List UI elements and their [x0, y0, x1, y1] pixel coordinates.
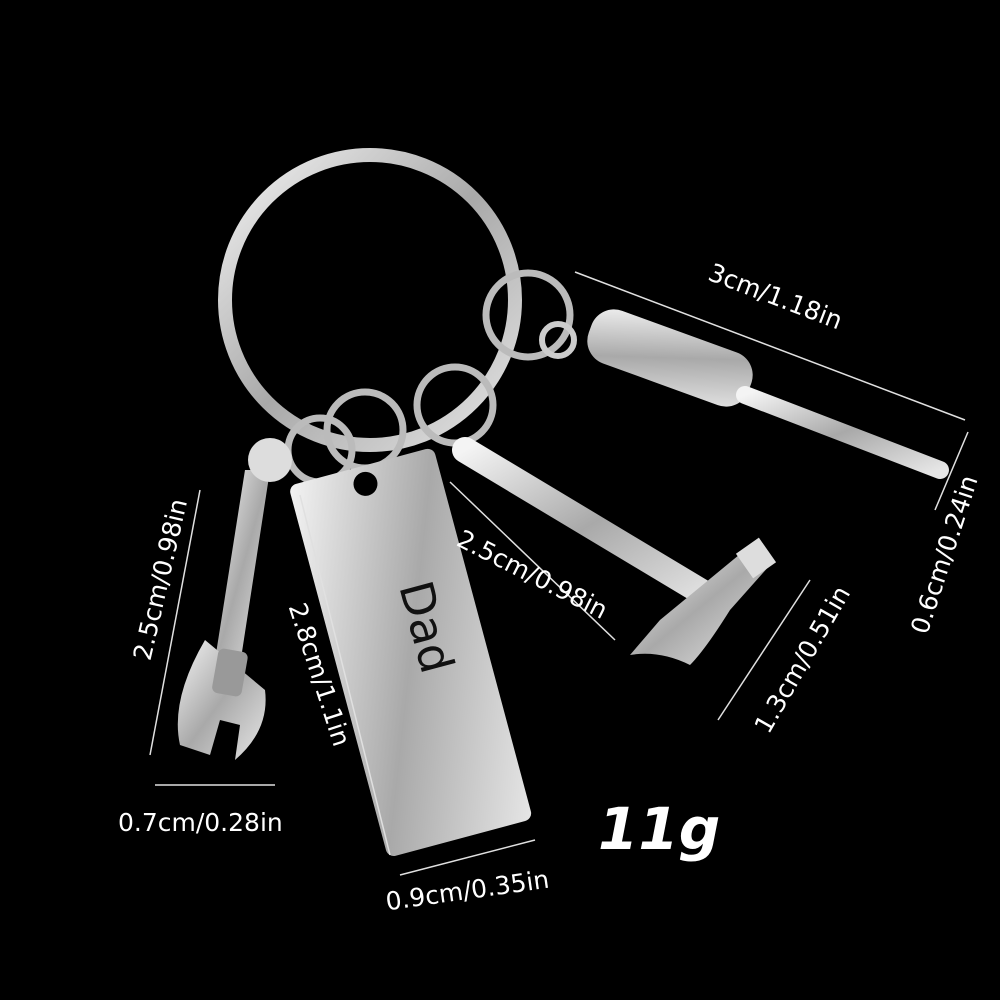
ruler-charm	[290, 448, 532, 856]
wrench-charm	[177, 438, 292, 760]
key-ring	[218, 148, 522, 452]
wrench-width-label: 0.7cm/0.28in	[118, 808, 283, 837]
jump-ring	[413, 363, 497, 447]
hammer-charm	[452, 437, 777, 665]
weight-label: 11g	[598, 795, 721, 863]
jump-ring	[323, 388, 407, 472]
screwdriver-charm	[539, 309, 949, 479]
jump-ring	[482, 269, 574, 361]
dimension-lines	[149, 271, 969, 876]
